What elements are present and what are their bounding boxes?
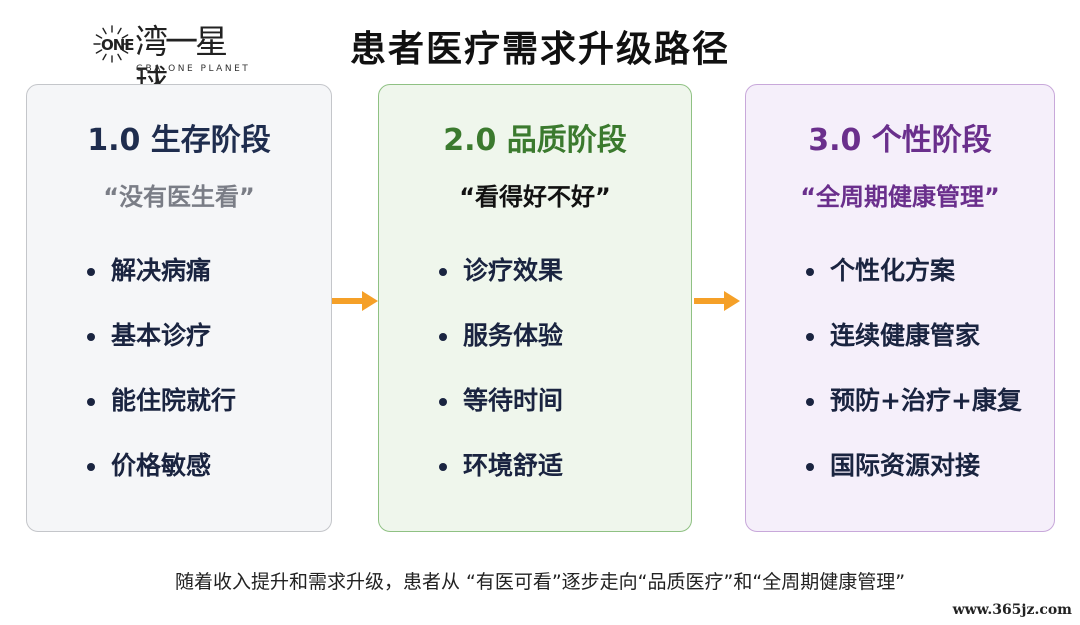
- stage-item-list: 解决病痛 基本诊疗 能住院就行 价格敏感: [87, 253, 236, 513]
- stage-item: 连续健康管家: [806, 318, 1022, 383]
- stage-subtitle: “看得好不好”: [459, 183, 611, 211]
- arrow-right-icon: [694, 291, 740, 311]
- stage-item: 服务体验: [439, 318, 563, 383]
- stage-item: 诊疗效果: [439, 253, 563, 318]
- logo-name-en: GBA ONE PLANET: [136, 64, 251, 74]
- stage-card-1: 1.0 生存阶段 “没有医生看” 解决病痛 基本诊疗 能住院就行 价格敏感: [26, 84, 332, 532]
- stage-item: 环境舒适: [439, 448, 563, 513]
- stage-item-list: 个性化方案 连续健康管家 预防+治疗+康复 国际资源对接: [806, 253, 1022, 513]
- stage-subtitle: “全周期健康管理”: [800, 183, 1000, 211]
- diagram-title: 患者医疗需求升级路径: [349, 29, 730, 70]
- stage-title: 1.0 生存阶段: [87, 123, 271, 158]
- logo-mark-text: ONE: [101, 36, 135, 54]
- stage-item: 预防+治疗+康复: [806, 383, 1022, 448]
- stage-subtitle: “没有医生看”: [103, 183, 255, 211]
- stage-item-list: 诊疗效果 服务体验 等待时间 环境舒适: [439, 253, 563, 513]
- watermark: www.365jz.com: [952, 602, 1072, 618]
- stage-item: 个性化方案: [806, 253, 1022, 318]
- sunburst-logo-icon: [93, 25, 131, 63]
- stage-item: 价格敏感: [87, 448, 236, 513]
- footer-caption: 随着收入提升和需求升级，患者从 “有医可看”逐步走向“品质医疗”和“全周期健康管…: [174, 571, 906, 593]
- stage-item: 等待时间: [439, 383, 563, 448]
- arrow-shape: [332, 291, 378, 311]
- stage-title: 3.0 个性阶段: [808, 123, 992, 158]
- stage-card-2: 2.0 品质阶段 “看得好不好” 诊疗效果 服务体验 等待时间 环境舒适: [378, 84, 692, 532]
- arrow-right-icon: [332, 291, 378, 311]
- stage-item: 解决病痛: [87, 253, 236, 318]
- stage-card-3: 3.0 个性阶段 “全周期健康管理” 个性化方案 连续健康管家 预防+治疗+康复…: [745, 84, 1055, 532]
- stage-item: 国际资源对接: [806, 448, 1022, 513]
- stage-title: 2.0 品质阶段: [443, 123, 627, 158]
- arrow-shape: [694, 291, 740, 311]
- stage-item: 能住院就行: [87, 383, 236, 448]
- stage-item: 基本诊疗: [87, 318, 236, 383]
